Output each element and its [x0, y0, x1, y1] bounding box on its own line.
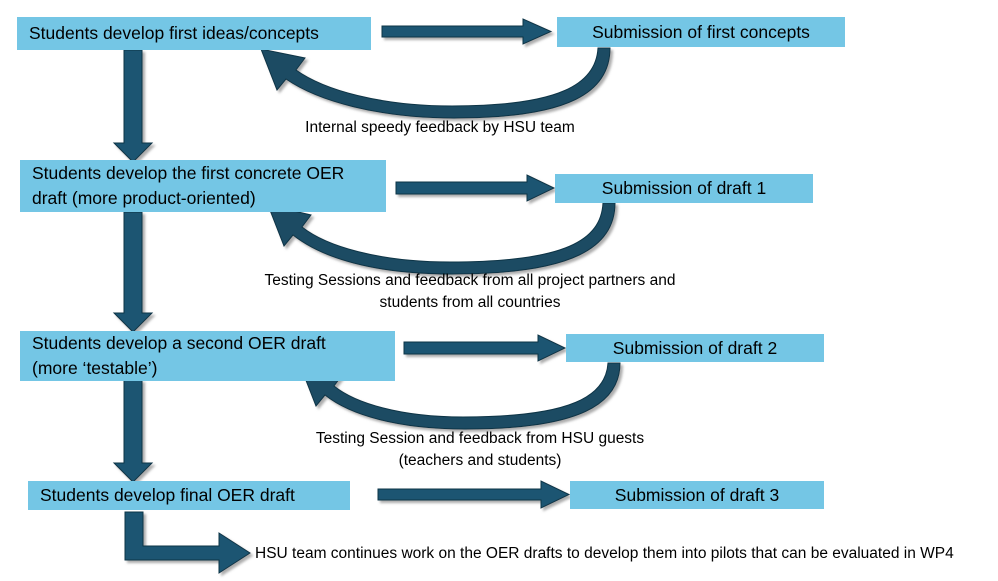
down-arrow-3	[112, 379, 154, 483]
right-arrow-1	[381, 18, 553, 45]
right-arrow-4	[377, 480, 571, 509]
submission-box-stage-4[interactable]: Submission of draft 3	[570, 481, 824, 509]
right-arrow-2	[395, 174, 556, 202]
submission-box-stage-1[interactable]: Submission of first concepts	[557, 17, 845, 47]
process-box-stage-4[interactable]: Students develop final OER draft	[28, 481, 350, 510]
feedback-curve-2	[267, 202, 616, 275]
process-box-stage-2[interactable]: Students develop the first concrete OER …	[20, 160, 386, 212]
feedback-label-stage-2: Testing Sessions and feedback from all p…	[264, 272, 676, 311]
process-box-stage-3[interactable]: Students develop a second OER draft (mor…	[20, 331, 395, 381]
submission-box-stage-2[interactable]: Submission of draft 1	[555, 174, 813, 203]
feedback-label-stage-3: Testing Session and feedback from HSU gu…	[315, 430, 645, 469]
submission-box-stage-3[interactable]: Submission of draft 2	[566, 334, 824, 362]
outcome-elbow-arrow	[124, 511, 251, 574]
down-arrow-2	[112, 211, 154, 333]
feedback-curve-1	[260, 47, 611, 119]
process-box-stage-1[interactable]: Students develop first ideas/concepts	[17, 17, 371, 50]
right-arrow-3	[403, 334, 567, 362]
down-arrow-1	[112, 49, 154, 163]
outcome-label: HSU team continues work on the OER draft…	[255, 545, 954, 562]
feedback-label-stage-1: Internal speedy feedback by HSU team	[305, 119, 575, 136]
